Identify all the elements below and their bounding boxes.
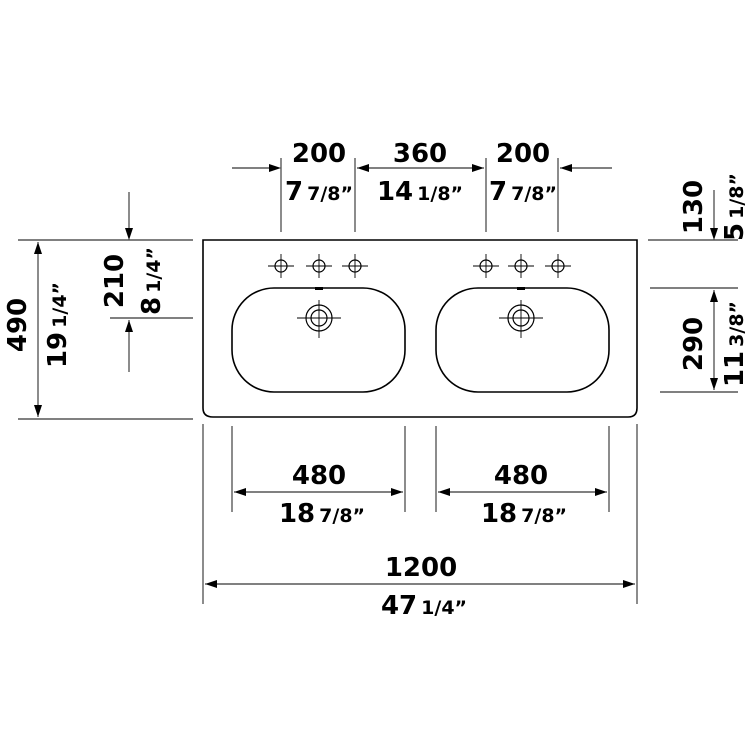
left-overflow: [315, 287, 323, 290]
top-right-mm: 200: [496, 139, 550, 169]
left-tap-holes: [268, 254, 368, 278]
bowl-depth-inch: 113/8”: [720, 301, 750, 387]
overall-depth-mm: 490: [3, 298, 33, 352]
top-extension-lines: [280, 158, 559, 232]
right-overflow: [517, 287, 525, 290]
left-bowl: [231, 287, 406, 393]
top-center-mm: 360: [393, 139, 447, 169]
left-depth-dimension: [18, 239, 193, 420]
bowl-width-dimensions: [231, 426, 610, 512]
left-drain-icon: [297, 300, 341, 338]
tap-from-back-dimension: [648, 190, 738, 289]
tap-from-back-inch: 51/8”: [720, 173, 750, 241]
top-dimension-arrows: [232, 164, 612, 172]
overall-depth-inch: 191/4”: [43, 282, 73, 368]
overall-width-dimension: [202, 424, 638, 604]
overall-width-mm: 1200: [385, 553, 457, 583]
right-bowl: [435, 287, 610, 393]
right-tap-holes: [473, 254, 571, 278]
bowl-depth-mm: 290: [679, 317, 709, 371]
drain-from-top-dimension: [110, 192, 193, 372]
drain-from-top-mm: 210: [100, 254, 130, 308]
right-bowl-width-mm: 480: [494, 461, 548, 491]
right-drain-icon: [499, 300, 543, 338]
tap-from-back-mm: 130: [679, 180, 709, 234]
basin-outline: [202, 239, 638, 418]
drain-from-top-inch: 81/4”: [137, 247, 167, 315]
left-bowl-width-mm: 480: [292, 461, 346, 491]
top-left-mm: 200: [292, 139, 346, 169]
bowl-depth-dimension: [660, 290, 738, 393]
